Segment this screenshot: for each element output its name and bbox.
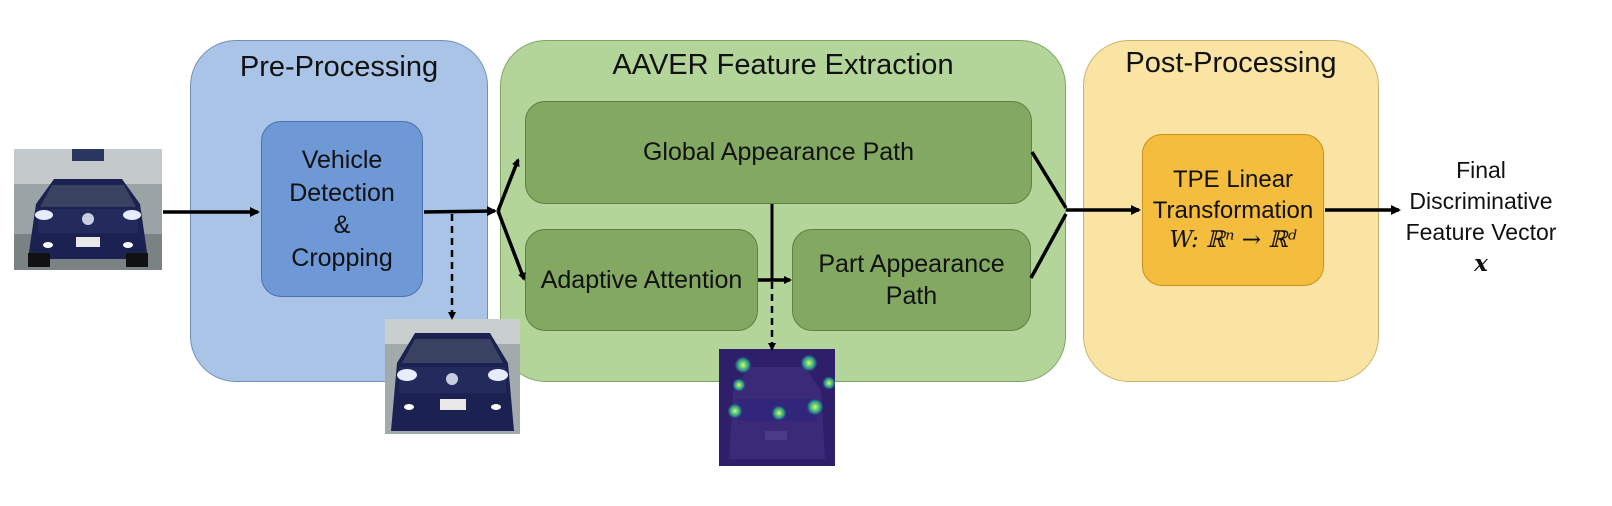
post-processing-title: Post-Processing	[1125, 47, 1337, 79]
tpe-transformation-box: TPE Linear Transformation W: ℝⁿ → ℝᵈ	[1142, 134, 1324, 286]
global-appearance-path-box: Global Appearance Path	[525, 101, 1032, 204]
output-line2: Discriminative	[1409, 188, 1553, 215]
part-appearance-path-box: Part Appearance Path	[792, 229, 1031, 331]
global-appearance-path-label: Global Appearance Path	[642, 138, 915, 167]
arrow-detection-to-aaver	[423, 206, 497, 217]
vehicle-detection-line4: Cropping	[291, 243, 393, 272]
tpe-line1: TPE Linear	[1172, 165, 1294, 193]
arrow-split-to-global	[496, 158, 520, 212]
output-line3: Feature Vector	[1405, 219, 1557, 246]
adaptive-attention-box: Adaptive Attention	[525, 229, 758, 331]
output-symbol: x	[1474, 250, 1488, 278]
tpe-formula: W: ℝⁿ → ℝᵈ	[1169, 227, 1297, 254]
attention-heatmap	[719, 349, 835, 466]
arrow-global-to-merge	[1030, 151, 1068, 209]
final-feature-vector-label: Final Discriminative Feature Vector x	[1398, 155, 1564, 279]
vehicle-input-photo	[14, 149, 162, 270]
vehicle-detection-line2: Detection	[289, 178, 395, 207]
arrow-part-to-merge	[1029, 213, 1068, 279]
part-appearance-path-label: Part Appearance Path	[818, 249, 1005, 311]
aaver-title: AAVER Feature Extraction	[612, 49, 954, 81]
output-line1: Final	[1456, 157, 1506, 183]
tpe-line2: Transformation	[1152, 197, 1314, 225]
vehicle-detection-box: Vehicle Detection & Cropping	[261, 121, 423, 297]
arrow-split-to-adaptive	[496, 210, 526, 281]
adaptive-attention-label: Adaptive Attention	[540, 265, 743, 294]
vehicle-detection-line1: Vehicle	[301, 146, 383, 174]
pre-processing-title: Pre-Processing	[239, 51, 439, 83]
vehicle-cropped-photo	[385, 319, 520, 434]
vehicle-detection-line3: &	[333, 211, 351, 239]
